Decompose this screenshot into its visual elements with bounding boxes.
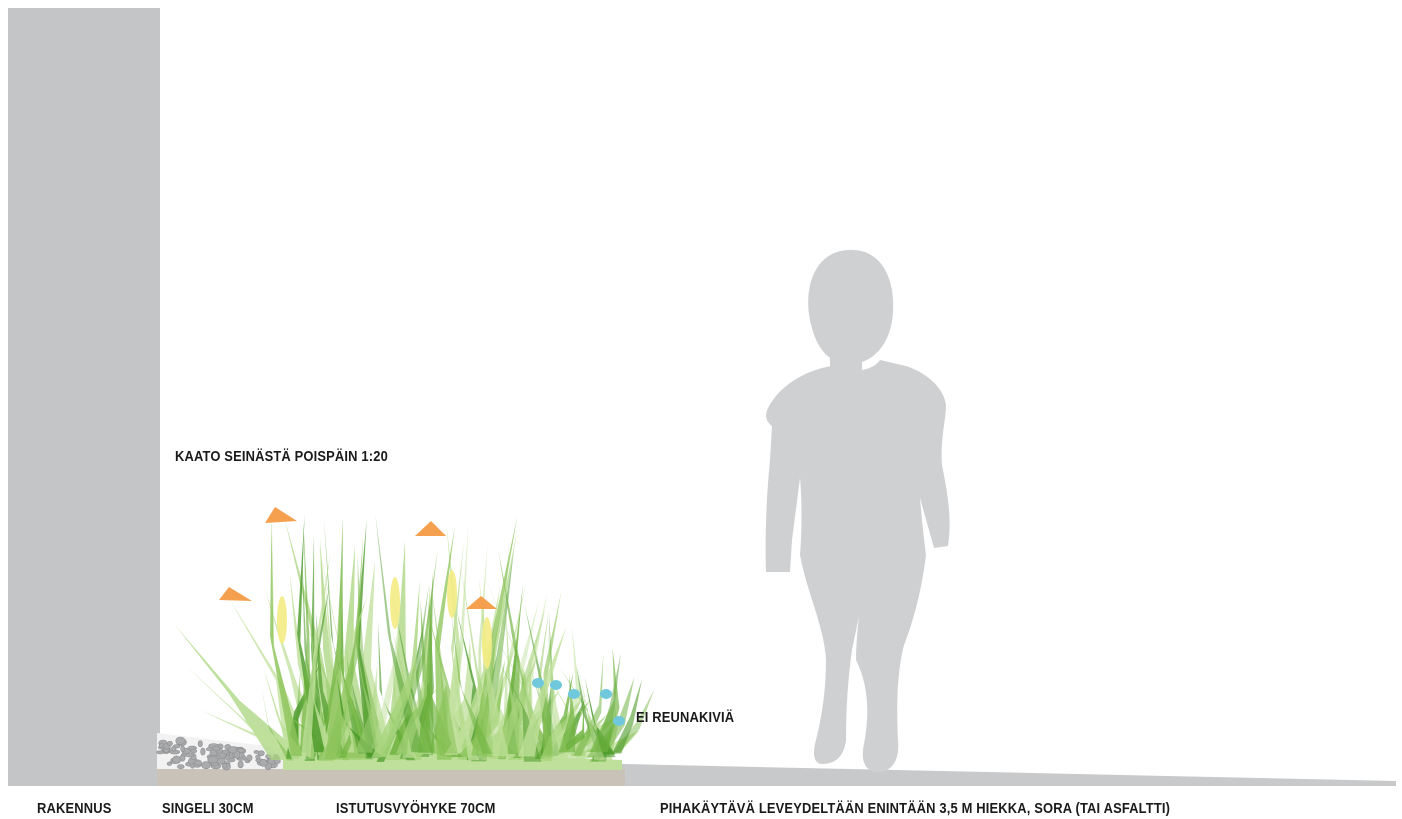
orange-flowers — [219, 507, 497, 609]
planting-zone-label: ISTUTUSVYÖHYKE 70CM — [336, 800, 496, 817]
path-label: PIHAKÄYTÄVÄ LEVEYDELTÄÄN ENINTÄÄN 3,5 M … — [660, 800, 1171, 817]
planting-vegetation — [175, 513, 655, 762]
building-label: RAKENNUS — [37, 800, 112, 817]
ground-base — [157, 769, 625, 786]
child-silhouette — [765, 249, 950, 772]
gravel-strip — [156, 733, 285, 771]
blue-flowers — [532, 678, 625, 726]
yellow-flowers — [277, 570, 492, 669]
no-curbs-label: EI REUNAKIVIÄ — [636, 709, 735, 726]
building-wall — [8, 8, 160, 786]
gravel-label: SINGELI 30CM — [162, 800, 254, 817]
slope-label: KAATO SEINÄSTÄ POISPÄIN 1:20 — [175, 448, 388, 465]
path-surface — [622, 764, 1396, 786]
